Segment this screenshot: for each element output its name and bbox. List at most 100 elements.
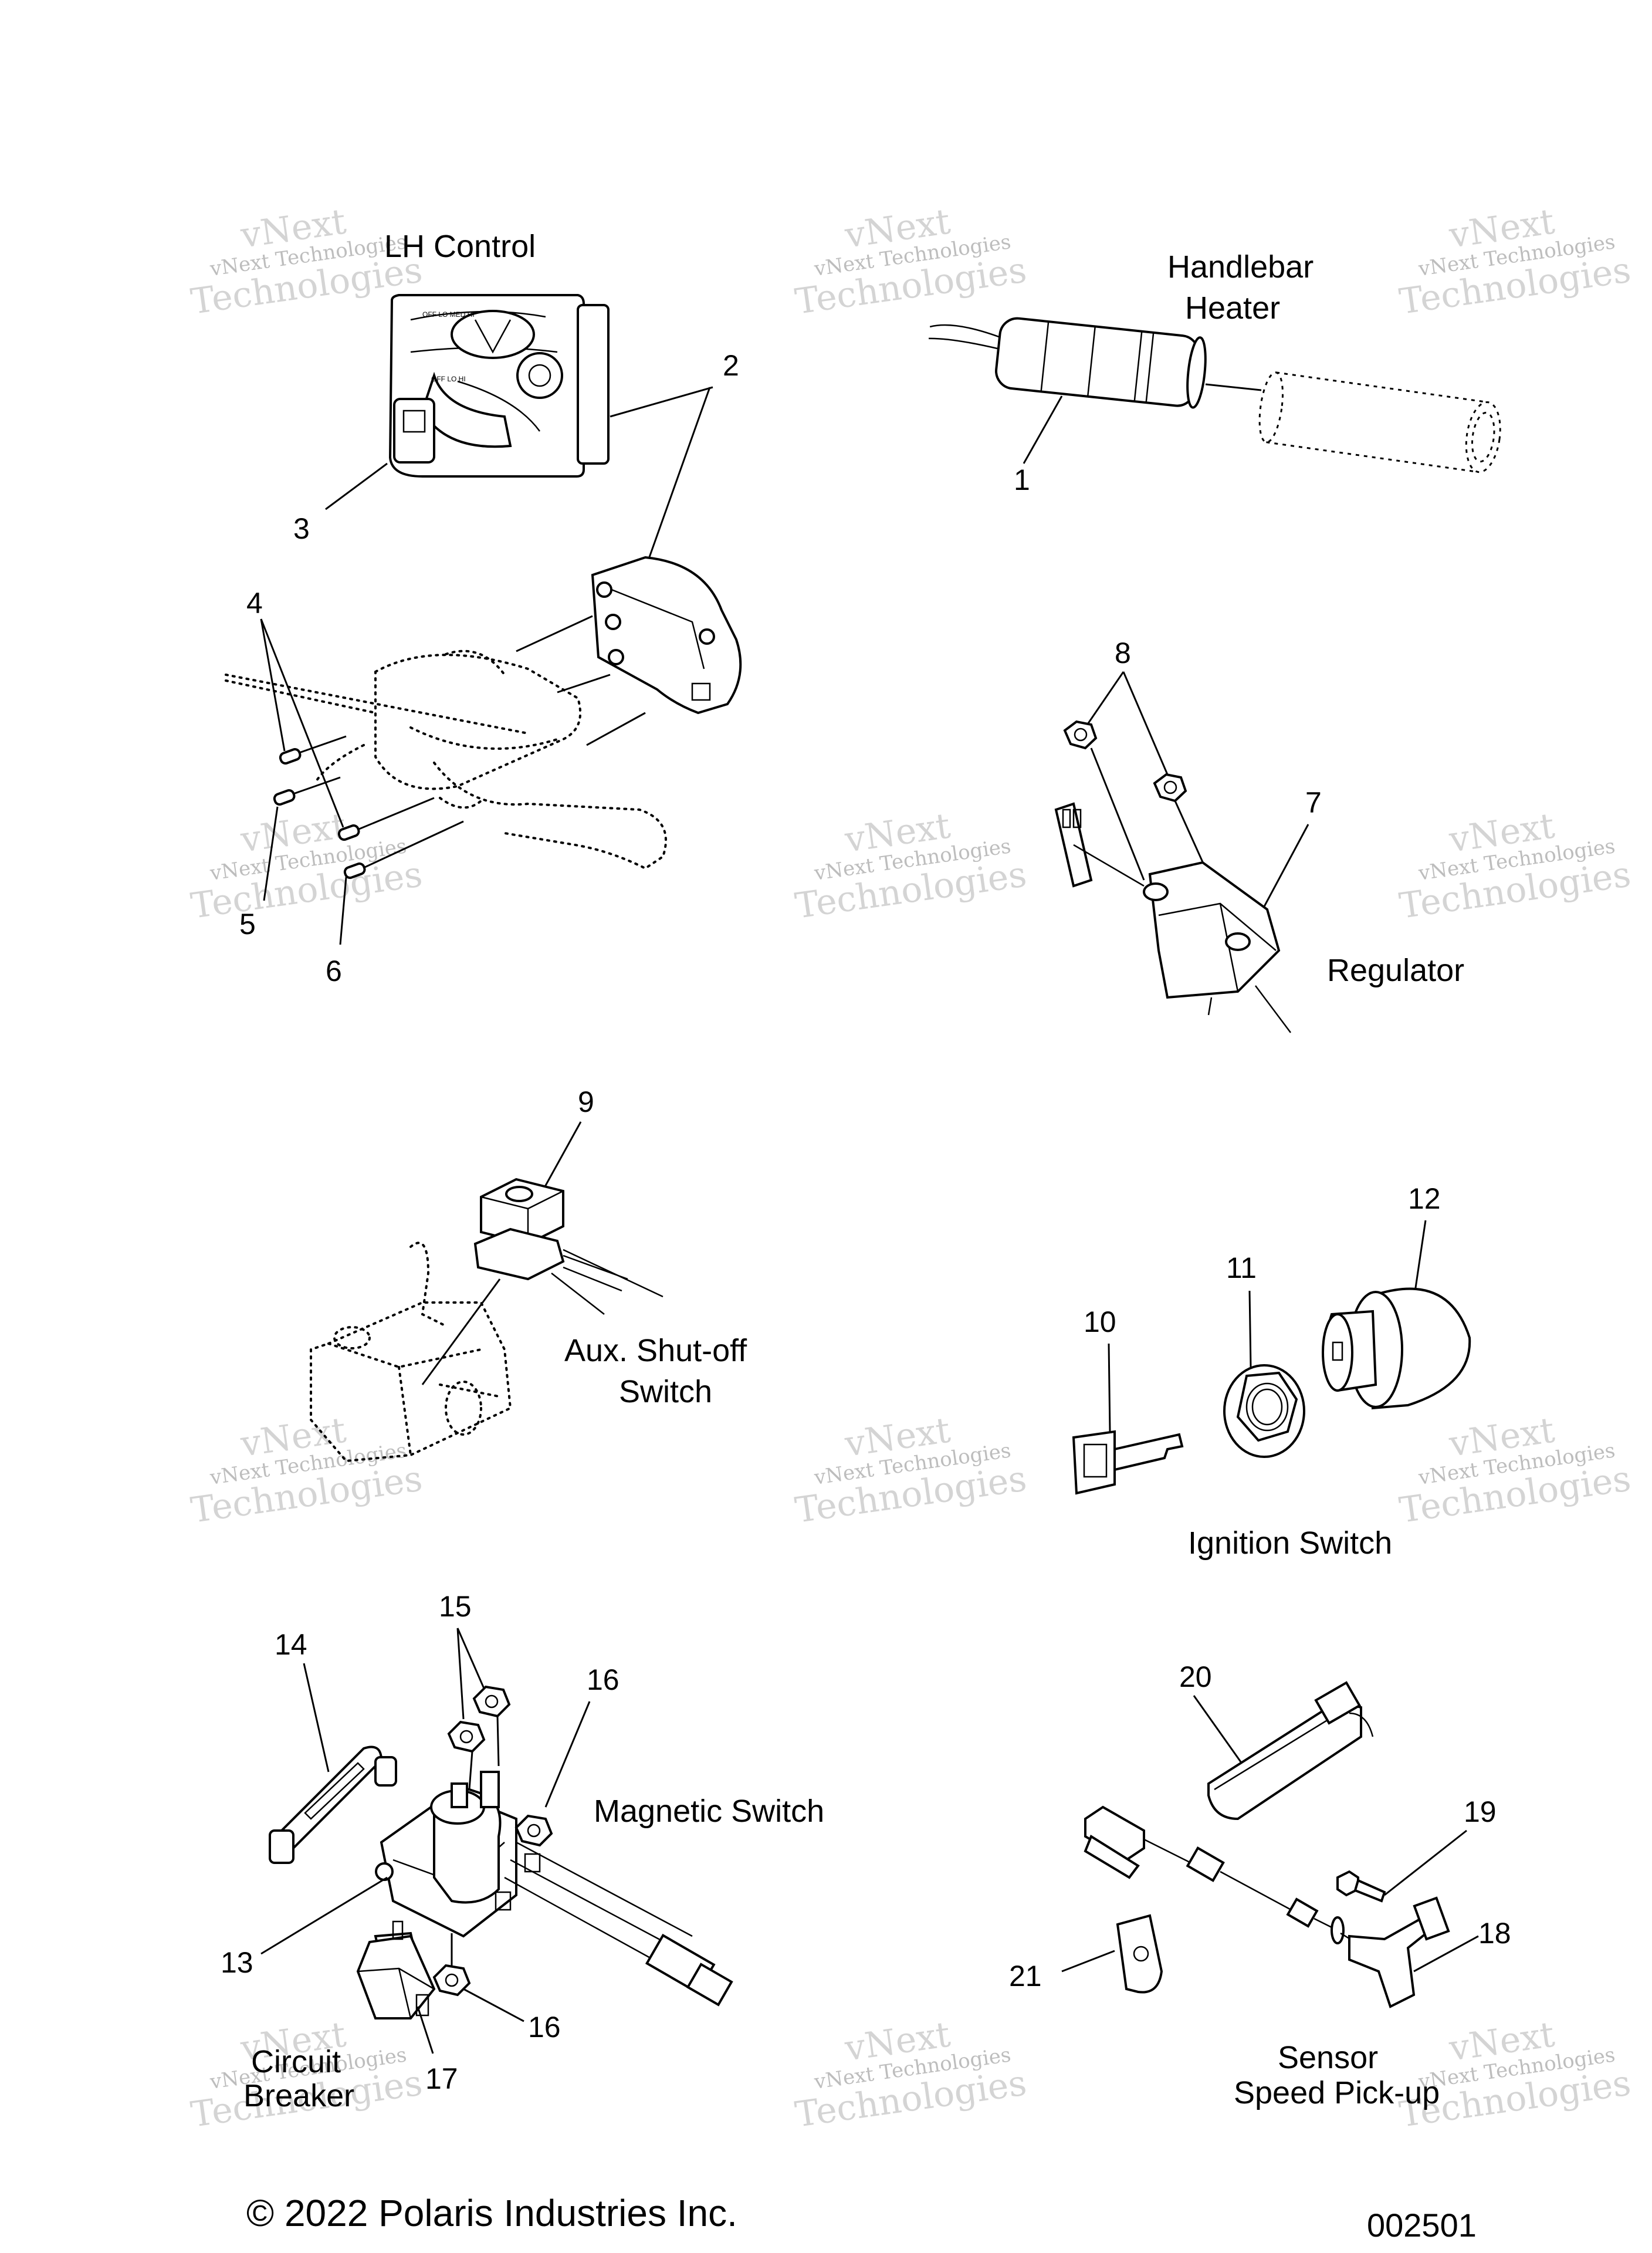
heater-element <box>929 317 1207 409</box>
leader-3 <box>325 462 388 510</box>
leader-10 <box>1108 1343 1111 1432</box>
watermark-tile: vNext vNext Technologies Technologies <box>793 806 1029 927</box>
speed-sensor-part <box>1084 1805 1450 2008</box>
leader-16b <box>463 1988 524 2022</box>
watermark-tile: vNext vNext Technologies Technologies <box>188 806 425 927</box>
ignition-switch-group: 10 11 12 Ignition Switch <box>1072 1182 1471 1561</box>
leader-15b <box>456 1628 486 1690</box>
switch-mark-top: OFF LO MED HI <box>422 310 475 319</box>
assembly-line <box>496 1716 500 1767</box>
leader-8b <box>1122 671 1169 775</box>
handlebar-grip-reference <box>1258 371 1501 473</box>
callout-15: 15 <box>439 1590 472 1623</box>
magnetic-switch-body <box>375 1771 733 2007</box>
leader-5 <box>263 806 279 901</box>
caption-sensor-1: Sensor <box>1278 2040 1378 2075</box>
callout-3: 3 <box>293 512 310 545</box>
assembly-line <box>1205 383 1262 391</box>
watermark-tile: vNext vNext Technologies Technologies <box>1397 806 1633 927</box>
callout-20: 20 <box>1179 1660 1212 1693</box>
terminal-nut-b <box>472 1685 511 1718</box>
watermark-tile: vNext vNext Technologies Technologies <box>188 1410 425 1531</box>
watermark-tile: vNext vNext Technologies Technologies <box>793 2014 1029 2136</box>
watermark-tile: vNext vNext Technologies Technologies <box>793 1410 1029 1531</box>
callout-12: 12 <box>1408 1182 1441 1215</box>
leader-14 <box>303 1663 330 1772</box>
handlebar-heater-group: Handlebar Heater 1 <box>929 249 1501 496</box>
caption-handlebar-heater-2: Heater <box>1185 290 1280 326</box>
leader-4a <box>260 618 286 752</box>
leader-16a <box>544 1701 591 1808</box>
leader-11 <box>1248 1290 1252 1368</box>
assembly-line <box>1090 747 1145 881</box>
watermark-tile: vNext vNext Technologies Technologies <box>1397 201 1633 323</box>
sensor-bolt <box>1336 1870 1386 1903</box>
callout-9: 9 <box>578 1085 594 1118</box>
callout-19: 19 <box>1464 1795 1497 1828</box>
screw-6 <box>343 820 464 879</box>
lh-control-housing: OFF LO MED HI OFF LO HI <box>388 294 610 478</box>
ignition-nut <box>1223 1364 1305 1458</box>
callout-14: 14 <box>275 1628 307 1661</box>
callout-1: 1 <box>1014 464 1030 496</box>
aux-shutoff-switch-part <box>473 1178 663 1315</box>
callout-21: 21 <box>1009 1960 1042 1992</box>
callout-8: 8 <box>1115 637 1131 669</box>
caption-regulator: Regulator <box>1327 953 1464 988</box>
leader-1 <box>1023 395 1063 464</box>
leader-4b <box>260 618 344 828</box>
leader-21 <box>1061 1950 1115 1973</box>
aux-housing-reference <box>310 1241 512 1463</box>
regulator-nut-a <box>1063 720 1098 750</box>
watermark-grid: vNext vNext Technologies Technologies vN… <box>188 201 1633 2136</box>
callout-5: 5 <box>239 908 256 941</box>
sensor-clip <box>1116 1914 1163 1994</box>
regulator-nut-b <box>1153 773 1187 803</box>
leader-18 <box>1413 1935 1479 1973</box>
leader-19 <box>1384 1829 1467 1896</box>
caption-circuit-breaker-2: Breaker <box>243 2078 354 2113</box>
ignition-cylinder <box>1322 1287 1471 1410</box>
terminal-nut-a <box>447 1720 486 1753</box>
caption-magnetic-switch: Magnetic Switch <box>594 1794 824 1829</box>
caption-circuit-breaker-1: Circuit <box>251 2044 341 2079</box>
copyright-notice: © 2022 Polaris Industries Inc. <box>246 2192 737 2234</box>
screw-5 <box>273 776 341 806</box>
callout-13: 13 <box>221 1946 253 1979</box>
callout-11: 11 <box>1226 1251 1257 1284</box>
callout-16a: 16 <box>587 1663 620 1696</box>
switch-mark-bottom: OFF LO HI <box>431 375 466 383</box>
assembly-line <box>468 1751 473 1790</box>
speed-sensor-group: 20 19 18 21 <box>1009 1660 1511 2110</box>
magnetic-switch-group: 14 15 <box>221 1590 824 2113</box>
regulator-body <box>1054 802 1291 1033</box>
leader-6 <box>339 877 347 945</box>
leader-20 <box>1193 1695 1245 1767</box>
leader-2b <box>647 387 711 561</box>
caption-lh-control: LH Control <box>384 229 536 264</box>
callout-4: 4 <box>246 587 263 620</box>
caption-aux-shutoff-2: Switch <box>619 1374 712 1409</box>
callout-17: 17 <box>425 2062 458 2095</box>
callout-16b: 16 <box>528 2011 561 2044</box>
lh-control-cover <box>591 556 742 715</box>
assembly-line <box>421 1278 501 1385</box>
aux-shutoff-group: 9 Aux. Shut-off Switch <box>310 1085 747 1463</box>
mounting-bracket <box>269 1745 397 1864</box>
regulator-group: 8 7 Regulator <box>1054 637 1464 1033</box>
mounting-nut-a <box>514 1814 553 1847</box>
leader-9 <box>540 1121 582 1195</box>
caption-ignition-switch: Ignition Switch <box>1188 1525 1392 1561</box>
assembly-line <box>557 674 611 694</box>
watermark-tile: vNext vNext Technologies Technologies <box>793 201 1029 323</box>
watermark-tile: vNext vNext Technologies Technologies <box>1397 2014 1633 2136</box>
caption-handlebar-heater-1: Handlebar <box>1167 249 1314 285</box>
diagram-code: 002501 <box>1367 2207 1477 2244</box>
leader-7 <box>1263 824 1309 907</box>
callout-7: 7 <box>1305 786 1322 819</box>
screw-4a <box>279 735 347 765</box>
leader-2a <box>610 386 713 418</box>
circuit-breaker-part <box>356 1920 436 2019</box>
callout-18: 18 <box>1478 1917 1511 1950</box>
